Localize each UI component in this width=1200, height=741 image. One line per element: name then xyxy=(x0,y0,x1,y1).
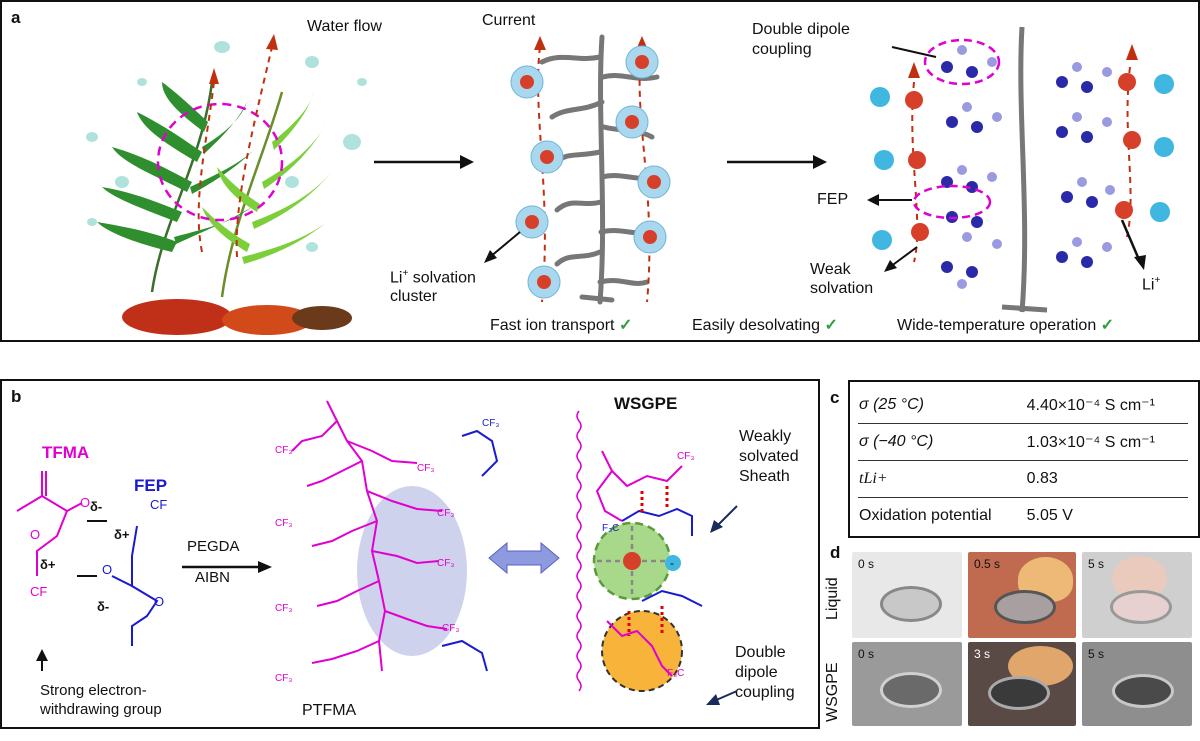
current-label: Current xyxy=(482,12,536,29)
svg-text:δ+: δ+ xyxy=(114,527,130,542)
water-flow-label: Water flow xyxy=(307,18,382,35)
photo-liquid-0-5s xyxy=(968,552,1076,638)
svg-text:O: O xyxy=(154,594,164,609)
fep-label-b: FEP xyxy=(134,476,168,495)
row-wsgpe-label: WSGPE xyxy=(824,662,841,722)
check-icon: ✓ xyxy=(824,317,838,334)
svg-text:CF₃: CF₃ xyxy=(275,673,292,684)
panel-d-label: d xyxy=(830,543,841,562)
wsgpe-label: WSGPE xyxy=(614,394,678,413)
table-row: σ (−40 °C) 1.03×10⁻⁴ S cm⁻¹ xyxy=(858,423,1188,460)
weak-solvation-label: Weak solvation xyxy=(810,261,874,297)
svg-text:CF₃: CF₃ xyxy=(482,418,499,429)
prop-cell: Oxidation potential xyxy=(859,506,992,524)
table-row: tLi+ 0.83 xyxy=(858,460,1188,497)
svg-text:CF: CF xyxy=(30,584,47,599)
svg-text:F₃C: F₃C xyxy=(602,523,619,534)
prop-cell: tLi+ xyxy=(859,469,888,487)
time-label: 5 s xyxy=(1088,557,1105,571)
time-label: 0 s xyxy=(858,647,875,661)
ptfma-label: PTFMA xyxy=(302,702,357,719)
panel-b-label: b xyxy=(11,387,22,406)
photo-wsgpe-5s xyxy=(1082,642,1192,726)
svg-text:CF₃: CF₃ xyxy=(275,603,292,614)
monomer-structures: O O CF CF O O δ-δ+ δ+ δ- xyxy=(16,471,167,671)
weakly-solvated-label: Weakly solvated Sheath xyxy=(739,428,799,485)
svg-text:CF₃: CF₃ xyxy=(437,558,454,569)
ptfma-polymer: CF₃ CF₃ CF₃ CF₃ CF₃ CF₃ CF₃ CF₃ CF₃ xyxy=(275,400,499,684)
value-cell: 1.03×10⁻⁴ S cm⁻¹ xyxy=(1026,433,1155,451)
check-icon: ✓ xyxy=(618,317,633,334)
seaweed-illustration xyxy=(86,34,367,335)
svg-text:CF₃: CF₃ xyxy=(275,518,292,529)
double-dipole-label: Double dipole coupling xyxy=(752,21,850,58)
photo-liquid-0s xyxy=(852,552,962,638)
double-dipole-b-label: Double dipole coupling xyxy=(735,644,795,701)
reaction-arrow-icon xyxy=(182,561,272,573)
svg-text:O: O xyxy=(80,495,90,510)
equilibrium-arrow-icon xyxy=(488,541,560,575)
svg-text:-: - xyxy=(670,556,674,570)
tfma-label: TFMA xyxy=(42,443,90,462)
arrow-right-icon xyxy=(727,155,827,169)
pointer-arrows xyxy=(706,505,738,705)
value-cell: 4.40×10⁻⁴ S cm⁻¹ xyxy=(1026,397,1155,415)
svg-text:CF₃: CF₃ xyxy=(442,623,459,634)
svg-text:CF: CF xyxy=(150,497,167,512)
wsgpe-structure: - CF₃ F₃C F₃C xyxy=(576,410,703,692)
panel-b: b TFMA FEP O O CF CF O O δ-δ+ δ+ δ- Stron… xyxy=(0,379,820,729)
aibn-label: AIBN xyxy=(195,569,231,586)
photo-liquid-5s xyxy=(1082,552,1192,638)
svg-text:δ+: δ+ xyxy=(40,557,56,572)
time-label: 5 s xyxy=(1088,647,1105,661)
svg-text:F₃C: F₃C xyxy=(667,668,684,679)
time-label: 0.5 s xyxy=(974,557,1001,571)
pegda-label: PEGDA xyxy=(187,538,240,555)
svg-text:δ-: δ- xyxy=(97,599,109,614)
panel-a: a xyxy=(0,0,1200,342)
time-label: 0 s xyxy=(858,557,875,571)
fep-label-a: FEP xyxy=(817,191,849,208)
photo-wsgpe-3s xyxy=(968,642,1076,726)
svg-text:O: O xyxy=(102,562,112,577)
svg-text:δ-: δ- xyxy=(90,499,102,514)
dipole-coupling-diagram xyxy=(867,26,1174,313)
feature-desolvating: Easily desolvating ✓ xyxy=(692,317,838,334)
svg-text:CF₃: CF₃ xyxy=(677,451,694,462)
photo-wsgpe-0s xyxy=(852,642,962,726)
table-row: σ (25 °C) 4.40×10⁻⁴ S cm⁻¹ xyxy=(858,388,1188,423)
li-cluster-label: Li+ solvation cluster xyxy=(390,268,476,306)
panel-c-label: c xyxy=(830,388,840,407)
value-cell: 5.05 V xyxy=(1026,506,1073,524)
feature-wide-temp: Wide-temperature operation ✓ xyxy=(897,317,1115,334)
svg-text:CF₃: CF₃ xyxy=(275,445,292,456)
svg-text:CF₃: CF₃ xyxy=(417,463,434,474)
svg-text:O: O xyxy=(30,527,40,542)
polymer-cluster-diagram xyxy=(484,34,671,305)
prop-cell: σ (−40 °C) xyxy=(859,432,934,450)
panel-c: σ (25 °C) 4.40×10⁻⁴ S cm⁻¹ σ (−40 °C) 1.… xyxy=(848,380,1200,538)
time-label: 3 s xyxy=(974,647,991,661)
prop-cell: σ (25 °C) xyxy=(859,396,924,414)
check-icon: ✓ xyxy=(1100,317,1115,334)
table-row: Oxidation potential 5.05 V xyxy=(858,497,1188,534)
arrow-right-icon xyxy=(374,155,474,169)
properties-table: σ (25 °C) 4.40×10⁻⁴ S cm⁻¹ σ (−40 °C) 1.… xyxy=(858,388,1188,534)
row-liquid-label: Liquid xyxy=(824,577,841,620)
value-cell: 0.83 xyxy=(1026,469,1058,487)
svg-text:CF₃: CF₃ xyxy=(437,508,454,519)
li-ion-label: Li+ xyxy=(1142,275,1161,294)
feature-fast-transport: Fast ion transport ✓ xyxy=(490,317,633,334)
panel-a-label: a xyxy=(11,8,21,27)
strong-group-label: Strong electron-withdrawing group xyxy=(40,682,162,718)
